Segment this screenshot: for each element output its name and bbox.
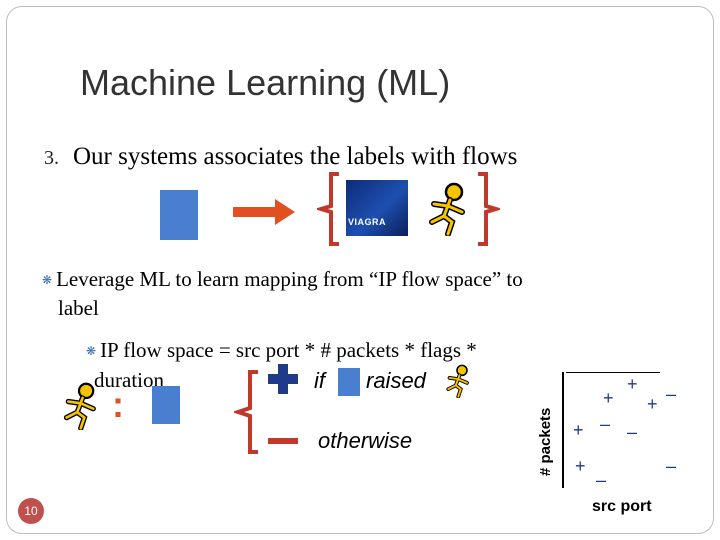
raised-label: raised: [366, 368, 426, 393]
scatter-minus-point: –: [666, 384, 677, 404]
viagra-label: VIAGRA: [348, 217, 387, 227]
numbered-point: 3. Our systems associates the labels with…: [44, 143, 517, 171]
minus-icon: [268, 438, 298, 444]
bullet-marker-icon: ❋: [86, 344, 97, 358]
scatter-y-axis: [562, 372, 564, 488]
left-bracket-icon: [234, 370, 258, 454]
bullet-marker-icon: ❋: [42, 273, 53, 287]
flow-block-icon: [338, 368, 360, 396]
scatter-y-label: # packets: [537, 408, 555, 476]
point-number: 3.: [44, 147, 59, 169]
right-bracket-icon: [478, 172, 500, 246]
flow-block-icon: [152, 386, 180, 424]
arrow-right-icon: [233, 199, 295, 225]
bullet-2: ❋IP flow space = src port * # packets * …: [86, 338, 477, 363]
left-bracket-icon: [317, 172, 339, 246]
scatter-plus-point: +: [603, 388, 614, 408]
scatter-minus-point: –: [666, 456, 677, 476]
slide-frame: [6, 6, 714, 534]
y-axis-label: # packets: [537, 407, 554, 476]
scatter-plus-point: +: [647, 394, 658, 414]
bullet-1-continuation: label: [58, 296, 99, 320]
scatter-top-line: [566, 372, 660, 373]
scatter-plus-point: +: [575, 456, 586, 476]
scatter-plus-point: +: [573, 420, 584, 440]
point-text: Our systems associates the labels with f…: [73, 143, 518, 170]
scatter-minus-point: –: [596, 470, 607, 490]
aim-running-man-icon: [429, 182, 465, 236]
page-number-badge: 10: [18, 498, 44, 524]
aim-running-man-icon: [446, 364, 469, 398]
scatter-minus-point: –: [600, 414, 611, 434]
bullet-2-line-1: IP flow space = src port * # packets * f…: [100, 338, 477, 362]
bullet-1: ❋Leverage ML to learn mapping from “IP f…: [42, 267, 523, 292]
flow-block-icon: [160, 190, 198, 240]
scatter-plus-point: +: [627, 374, 638, 394]
bullet-1-line-1: Leverage ML to learn mapping from “IP fl…: [56, 267, 523, 291]
if-label: if: [314, 368, 325, 393]
viagra-logo-icon: VIAGRA: [346, 180, 408, 236]
x-axis-label: src port: [592, 498, 652, 515]
slide-title: Machine Learning (ML): [80, 62, 451, 103]
aim-running-man-icon: [63, 382, 96, 430]
scatter-minus-point: –: [627, 422, 638, 442]
plus-icon: [268, 364, 298, 394]
otherwise-label: otherwise: [318, 428, 413, 453]
colon-symbol: :: [112, 384, 124, 425]
